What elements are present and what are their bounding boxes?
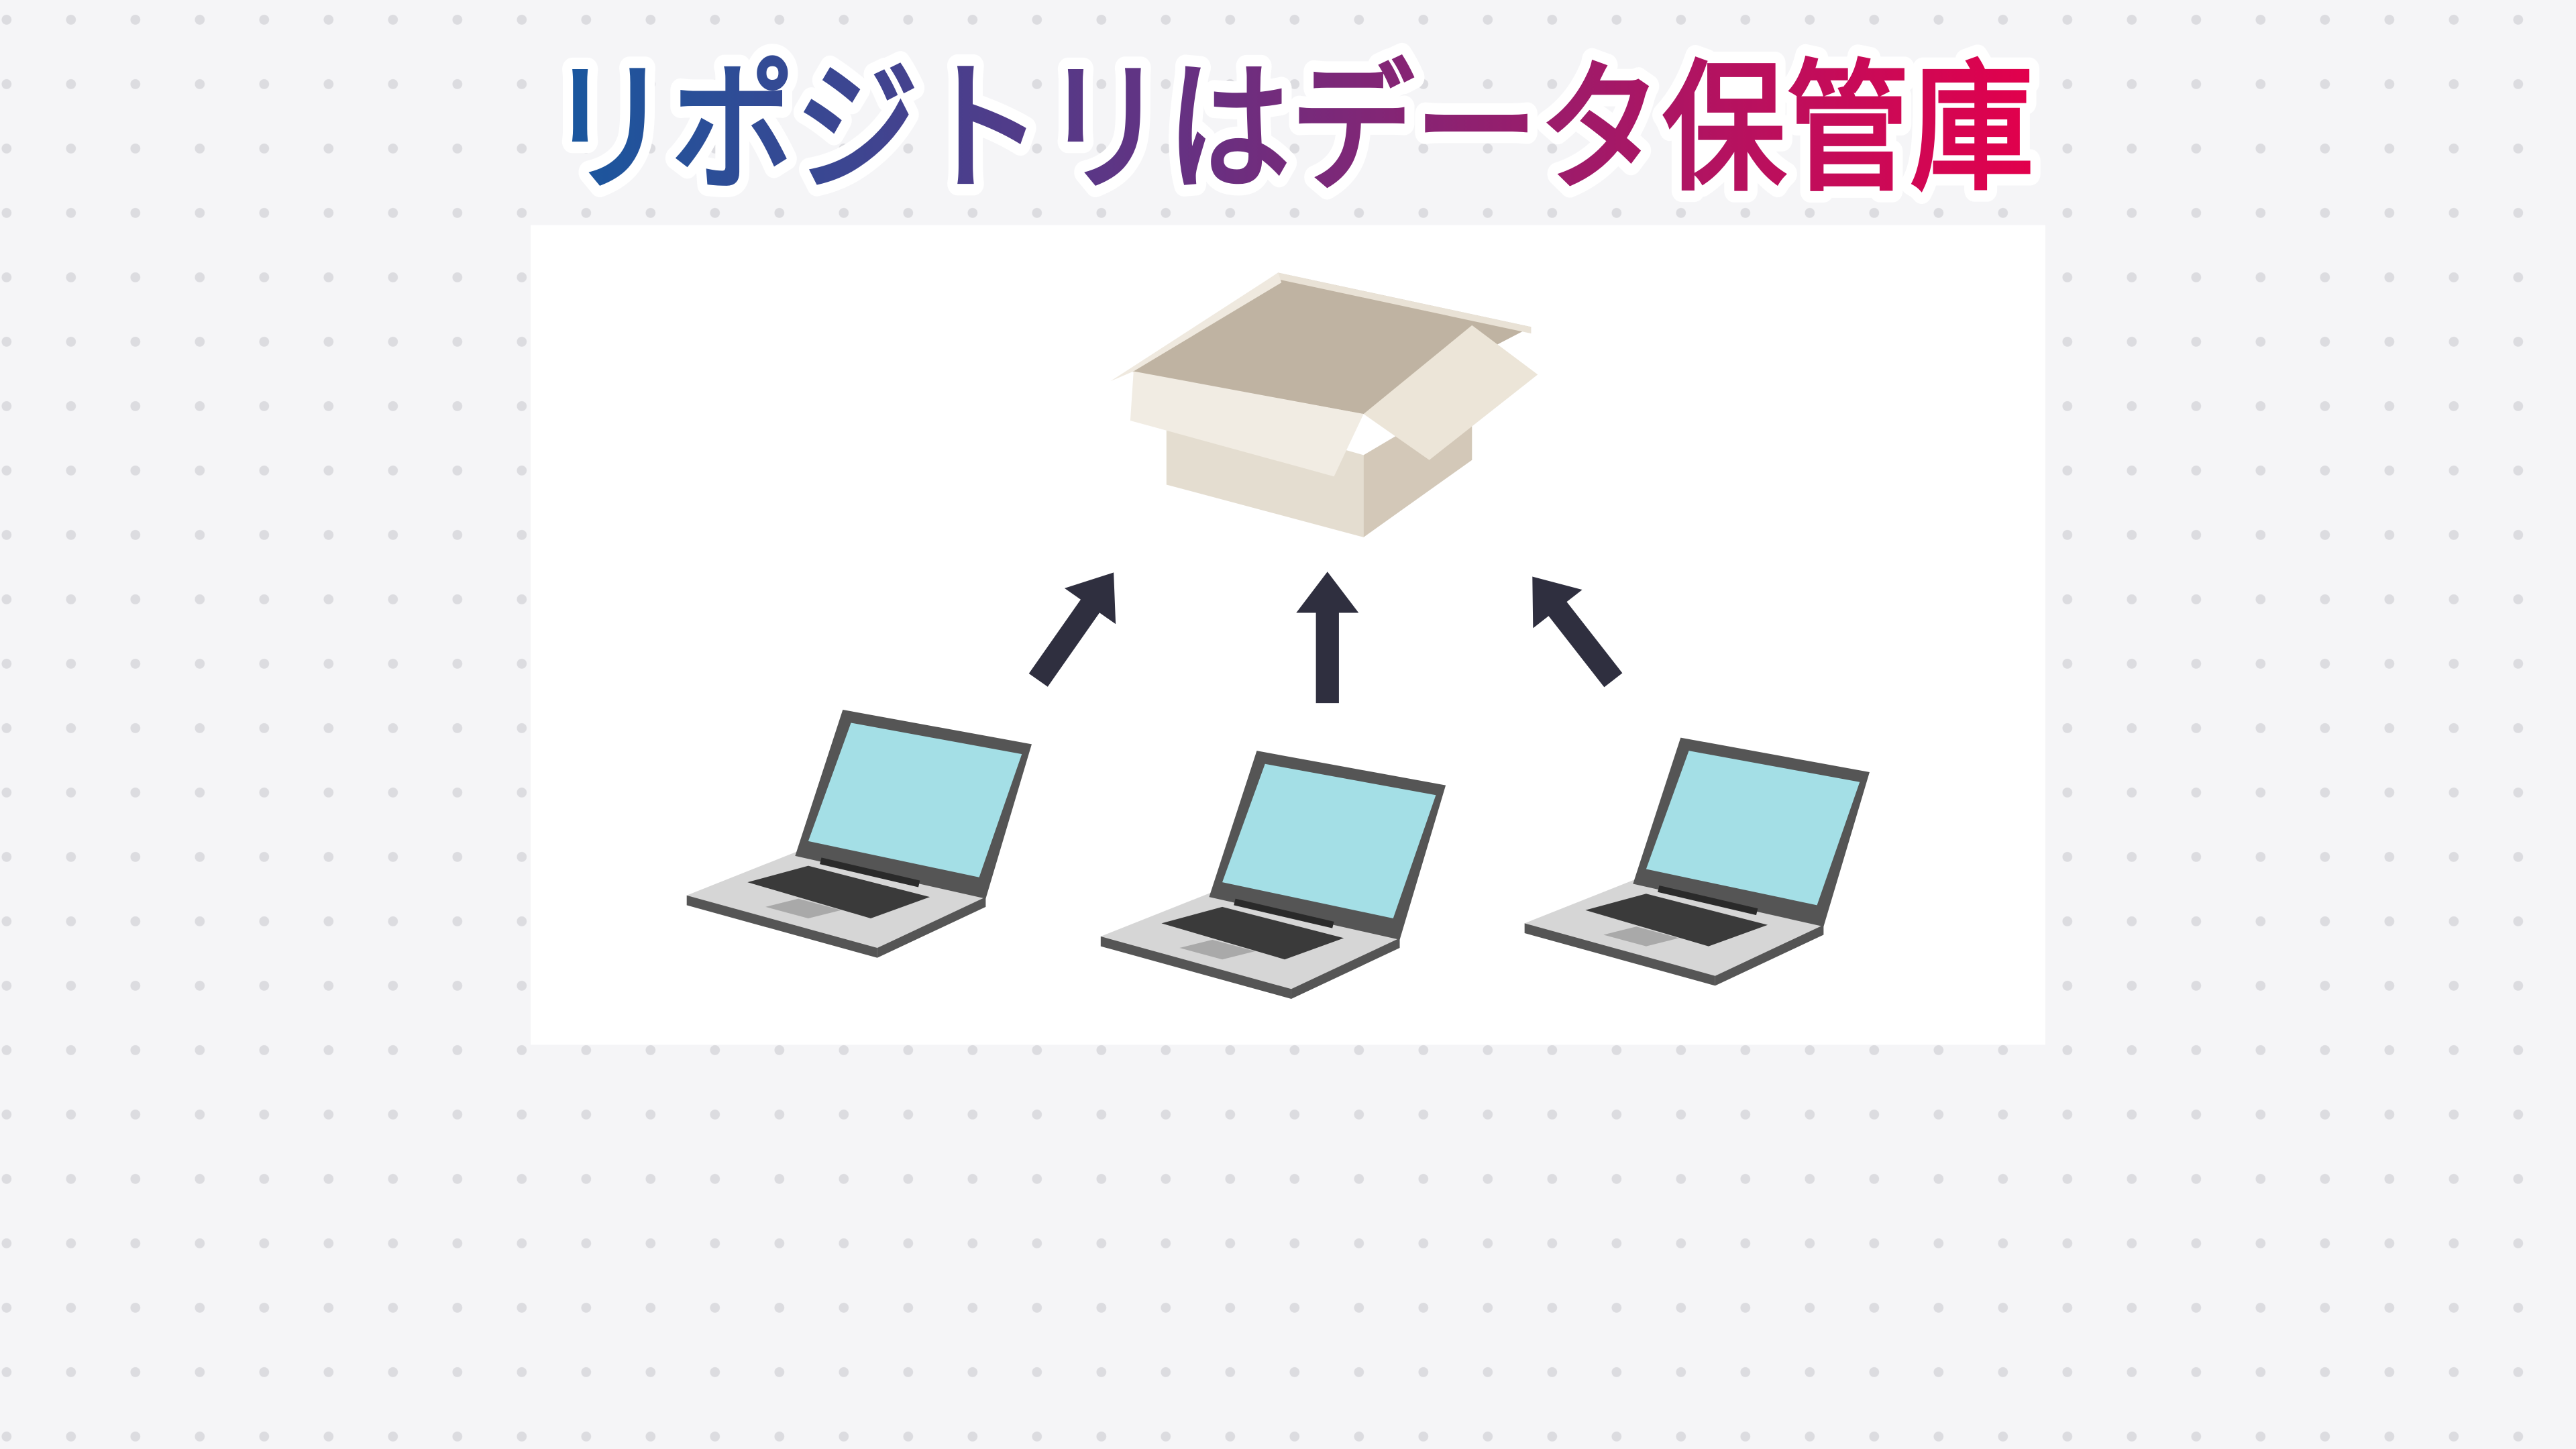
page-title: リポジトリはデータ保管庫 xyxy=(547,46,2034,211)
cardboard-box-icon xyxy=(1110,272,1538,537)
